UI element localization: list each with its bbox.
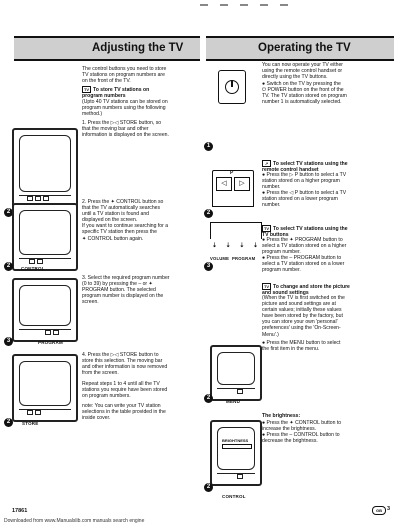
label-volume: VOLUME	[210, 256, 230, 261]
tv-screen	[217, 352, 255, 385]
remote-title: ↗To select TV stations using the remote …	[262, 160, 394, 173]
top-marks	[200, 4, 288, 10]
step-4-text: 4. Press the ▷◁ STORE button to store th…	[82, 352, 168, 377]
picture-text: (When the TV is first switched on the pi…	[262, 295, 345, 338]
tv-screen	[19, 285, 71, 326]
note-text: note: You can write your TV station sele…	[82, 403, 166, 422]
label-control: CONTROL	[21, 266, 45, 271]
step-number-badge: 2	[204, 483, 213, 492]
tv-front-buttons: ⇣ ⇣ ⇣ ⇣	[212, 242, 258, 252]
tv-illustration-step4	[12, 354, 78, 422]
tv-illustration-menu	[210, 345, 262, 401]
brightness-title: The brightness:	[262, 413, 301, 419]
tvbtn-title-text: To select TV stations using the TV butto…	[262, 225, 348, 238]
tv-control-bar	[19, 329, 71, 336]
step-number-badge: 1	[204, 142, 213, 151]
label-program-right: PROGRAM	[232, 256, 256, 261]
brightness-text: ● Press the ✦ CONTROL button to increase…	[262, 420, 342, 445]
label-store-2: STORE	[22, 421, 39, 426]
label-control-right: CONTROL	[222, 494, 246, 499]
tv-screen	[19, 361, 71, 406]
tv-illustration-brightness: BRIGHTNESS	[210, 420, 262, 486]
step-number-badge: 2	[4, 262, 13, 271]
button-icon: ⇣	[225, 243, 231, 249]
button-icon: ⇣	[212, 243, 218, 249]
power-icon	[225, 80, 239, 94]
step-3-text: 3. Select the required program number (0…	[82, 275, 170, 306]
step-number-badge: 2	[4, 208, 13, 217]
remote-p-buttons: ◁ ▷ P	[212, 170, 254, 198]
remote-icon: ↗	[262, 160, 271, 167]
osd-brightness: BRIGHTNESS	[222, 438, 249, 443]
right-intro: You can now operate your TV either using…	[262, 62, 343, 81]
tv-screen	[19, 210, 71, 255]
step-2-text: 2. Press the ✦ CONTROL button so that th…	[82, 199, 169, 242]
tv-icon: TV	[262, 283, 271, 290]
page-number: 3	[387, 506, 391, 512]
tv-control-bar	[19, 409, 71, 416]
remote-text: ● Press the ▷ P button to select a TV st…	[262, 172, 347, 209]
osd-bar	[222, 444, 252, 449]
step-1-text: 1. Press the ▷◁ STORE button, so that th…	[82, 120, 169, 139]
section-header-operating: Operating the TV	[206, 36, 394, 61]
tv-front-panel	[210, 222, 262, 239]
tv-screen	[19, 135, 71, 192]
store-title-text: To store TV stations on program numbers	[82, 86, 150, 99]
tv-illustration-step3	[12, 278, 78, 342]
label-menu: MENU	[226, 399, 241, 404]
language-badge-icon: GB	[372, 506, 386, 515]
step-number-badge: 2	[204, 209, 213, 218]
step-number-badge: 3	[4, 337, 13, 346]
step-number-badge: 2	[4, 418, 13, 427]
switch-on-text: ● Switch on the TV by pressing the ⏻ POW…	[262, 81, 347, 106]
button-icon: ⇣	[252, 243, 258, 249]
remote-p-label: P	[230, 170, 234, 176]
remote-title-text: To select TV stations using the remote c…	[262, 160, 348, 173]
tv-illustration-step2	[12, 203, 78, 271]
button-icon: ⇣	[239, 243, 245, 249]
tvbtn-text: ● Press the ✦ PROGRAM button to select a…	[262, 237, 347, 274]
label-program: PROGRAM	[38, 340, 63, 345]
tv-control-bar	[19, 195, 71, 202]
step-number-badge: 3	[204, 262, 213, 271]
tv-illustration-step1	[12, 128, 78, 208]
tv-icon: TV	[82, 86, 91, 93]
power-button-illustration	[218, 70, 246, 104]
menu-text: ● Press the MENU button to select the fi…	[262, 340, 341, 353]
remote-body	[212, 196, 254, 207]
tv-icon: TV	[262, 225, 271, 232]
left-intro: The control buttons you need to store TV…	[82, 66, 167, 85]
p-up-icon: ▷	[234, 177, 250, 191]
tv-control-bar	[217, 473, 255, 480]
repeat-text: Repeat steps 1 to 4 until all the TV sta…	[82, 381, 168, 400]
tv-screen: BRIGHTNESS	[217, 427, 255, 470]
step-number-badge: 2	[204, 394, 213, 403]
picture-title-text: To change and store the picture and soun…	[262, 283, 350, 296]
tv-control-bar	[217, 388, 255, 395]
p-down-icon: ◁	[216, 177, 232, 191]
section-header-adjusting: Adjusting the TV	[14, 36, 200, 61]
footer-code: 17861	[12, 508, 28, 514]
tv-control-bar	[19, 258, 71, 265]
footer-watermark: Downloaded from www.Manualslib.com manua…	[4, 518, 145, 524]
header-right-title: Operating the TV	[258, 42, 351, 54]
store-note: (Upto 40 TV stations can be stored on pr…	[82, 99, 168, 118]
header-left-title: Adjusting the TV	[92, 42, 184, 54]
